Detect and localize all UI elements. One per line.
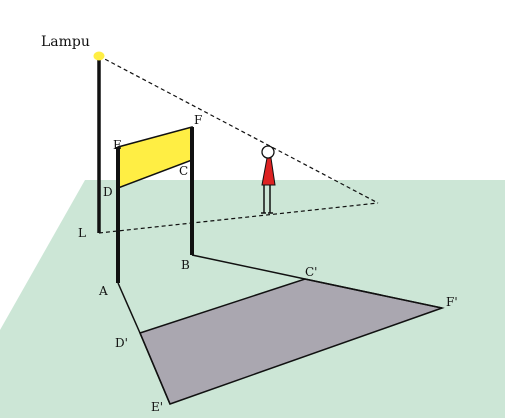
- point-F-label: F: [194, 113, 202, 127]
- point-Eprime-label: E': [151, 400, 163, 414]
- ground-line-L-to-tip: [98, 202, 379, 234]
- point-A-label: A: [98, 284, 108, 298]
- shadow-line-Cprime-Fprime: [304, 278, 443, 309]
- point-Fprime-label: F': [446, 295, 458, 309]
- person-figure: [261, 145, 276, 214]
- shadow-line-Dprime-Eprime: [139, 332, 171, 405]
- point-L-label: L: [78, 226, 86, 240]
- point-D-label: D: [103, 185, 113, 199]
- sign-board: [117, 126, 193, 190]
- lamp-bulb: [93, 51, 105, 61]
- shadow-line-A-Dprime: [117, 282, 141, 334]
- light-ray-lamp-to-tip: [98, 55, 379, 204]
- point-Cprime-label: C': [305, 265, 317, 279]
- point-C-label: C: [179, 164, 188, 178]
- point-Dprime-label: D': [115, 336, 128, 350]
- point-E-label: E: [113, 138, 122, 152]
- point-B-label: B: [181, 258, 190, 272]
- lamp-label: Lampu: [41, 34, 90, 50]
- shadow-line-B-Cprime: [191, 254, 306, 280]
